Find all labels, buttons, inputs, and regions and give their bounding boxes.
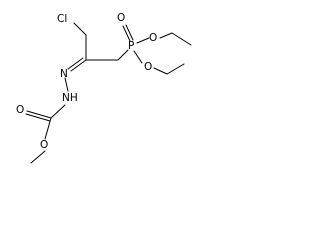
bond-c-n-double-a	[70, 59, 87, 72]
bond-p-o-lower	[133, 50, 143, 64]
atom-chlorine: Cl	[57, 13, 67, 25]
bond-nh-carbonyl	[50, 104, 66, 119]
bond-cl-ch2	[73, 22, 87, 36]
bond-c-o-double-a	[26, 110, 52, 119]
bond-o-ch2-lower	[153, 67, 168, 75]
atom-ester-oxygen-upper: O	[149, 32, 157, 44]
bond-ch2-p	[117, 49, 129, 61]
bond-p-o-upper	[136, 37, 150, 44]
structure-canvas: Cl P O O O N NH O O	[16, 12, 192, 164]
atom-nh-group: NH	[62, 92, 78, 104]
bond-c-o-double-b	[25, 113, 51, 122]
bond-ch2-ch3-upper	[171, 32, 192, 46]
atom-ester-oxygen-lower: O	[144, 61, 152, 73]
atom-carbonyl-oxygen: O	[16, 104, 24, 116]
bond-c-o-methoxy	[44, 117, 52, 140]
bond-o-ch3	[30, 150, 46, 164]
atom-labels: Cl P O O O N NH O O	[16, 12, 157, 151]
bond-o-ch2-upper	[159, 32, 173, 39]
atom-hydrazone-nitrogen: N	[60, 68, 68, 80]
bond-p-o-double-b	[125, 24, 134, 41]
bond-ch2-ch3-lower	[166, 63, 185, 75]
atom-phosphoryl-oxygen: O	[117, 12, 125, 24]
structural-formula: Cl P O O O N NH O O	[16, 12, 192, 164]
bond-p-o-double-a	[122, 25, 131, 42]
atom-methoxy-oxygen: O	[40, 139, 48, 151]
atom-phosphorus: P	[128, 40, 134, 52]
bonds	[25, 22, 192, 164]
bond-c-n-double-b	[67, 57, 84, 70]
bond-n-nh	[64, 77, 69, 92]
